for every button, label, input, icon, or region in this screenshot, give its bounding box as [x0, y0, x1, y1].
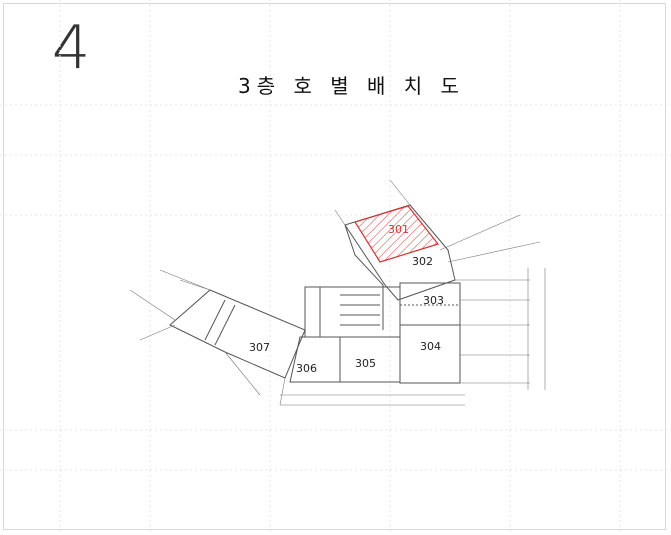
building-outline	[169, 204, 461, 384]
unit-label-303: 303	[423, 294, 444, 307]
unit-label-301: 301	[388, 223, 409, 236]
unit-301-highlight	[354, 205, 440, 263]
unit-label-307: 307	[249, 341, 270, 354]
unit-label-306: 306	[296, 362, 317, 375]
slide-frame: 4 3층 호 별 배 치 도	[3, 3, 666, 530]
unit-label-304: 304	[420, 340, 441, 353]
unit-label-305: 305	[355, 357, 376, 370]
page-title: 3층 호 별 배 치 도	[238, 74, 465, 98]
page-number: 4	[52, 13, 91, 83]
unit-label-302: 302	[412, 255, 433, 268]
dimension-lines	[129, 179, 546, 406]
